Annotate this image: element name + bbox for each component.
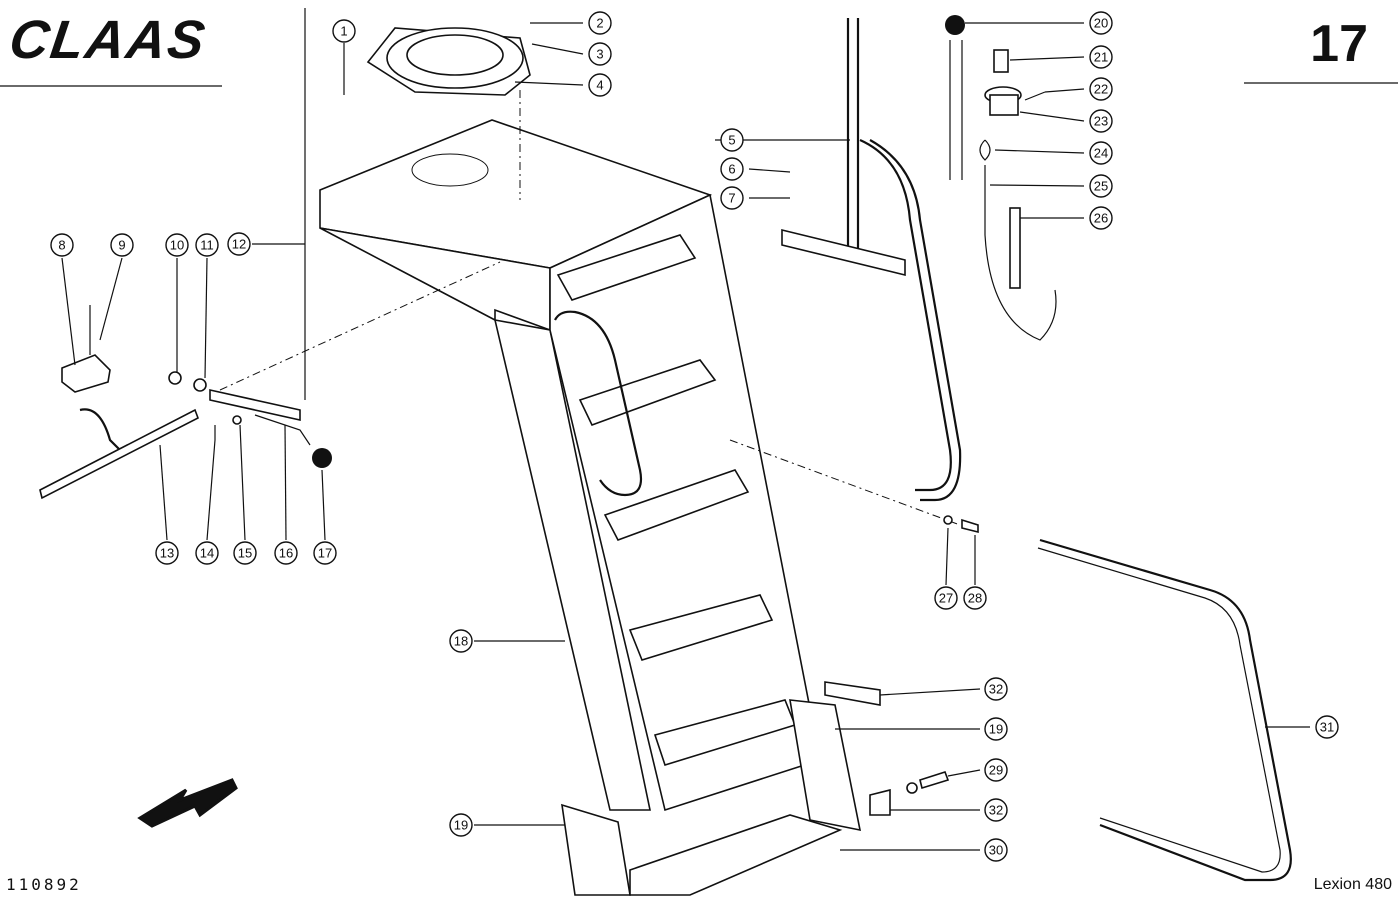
callout-11: 11 (195, 233, 219, 257)
callout-20: 20 (1089, 11, 1113, 35)
svg-text:19: 19 (989, 722, 1003, 737)
callout-25: 25 (1089, 174, 1113, 198)
svg-text:16: 16 (279, 546, 293, 561)
svg-text:19: 19 (454, 818, 468, 833)
leader-lines (61, 22, 1310, 851)
direction-arrow-icon (137, 778, 238, 828)
callout-15: 15 (233, 541, 257, 565)
alignment-line-left (219, 261, 501, 391)
model-label: Lexion 480 (1313, 876, 1392, 893)
callout-21: 21 (1089, 45, 1113, 69)
callout-31: 31 (1315, 715, 1339, 739)
svg-text:26: 26 (1094, 211, 1108, 226)
svg-text:20: 20 (1094, 16, 1108, 31)
callout-8: 8 (50, 233, 74, 257)
svg-text:12: 12 (232, 237, 246, 252)
grab-rail (781, 18, 962, 502)
svg-text:18: 18 (454, 634, 468, 649)
svg-text:22: 22 (1094, 82, 1108, 97)
callout-12: 12 (227, 232, 251, 256)
svg-text:23: 23 (1094, 114, 1108, 129)
svg-text:25: 25 (1094, 179, 1108, 194)
svg-text:14: 14 (200, 546, 214, 561)
callout-22: 22 (1089, 77, 1113, 101)
callout-29: 29 (984, 758, 1008, 782)
svg-text:15: 15 (238, 546, 252, 561)
callout-3: 3 (588, 42, 612, 66)
callout-5: 5 (720, 128, 744, 152)
svg-text:28: 28 (968, 591, 982, 606)
svg-text:30: 30 (989, 843, 1003, 858)
callout-24: 24 (1089, 141, 1113, 165)
svg-text:29: 29 (989, 763, 1003, 778)
callout-32-upper: 32 (984, 677, 1008, 701)
callout-32-lower: 32 (984, 798, 1008, 822)
bolt-28 (961, 518, 979, 534)
callout-23: 23 (1089, 109, 1113, 133)
svg-text:10: 10 (170, 238, 184, 253)
svg-text:1: 1 (340, 24, 347, 39)
svg-text:3: 3 (596, 47, 603, 62)
callout-17: 17 (313, 541, 337, 565)
svg-text:21: 21 (1094, 50, 1108, 65)
svg-text:11: 11 (200, 238, 214, 253)
callout-26: 26 (1089, 206, 1113, 230)
callout-6: 6 (720, 157, 744, 181)
callout-16: 16 (274, 541, 298, 565)
callout-7: 7 (720, 186, 744, 210)
svg-text:31: 31 (1320, 720, 1334, 735)
svg-text:8: 8 (58, 238, 65, 253)
svg-text:9: 9 (118, 238, 125, 253)
svg-text:24: 24 (1094, 146, 1108, 161)
washer-27 (943, 515, 953, 525)
callout-19-lower: 19 (449, 813, 473, 837)
ladder-frame (319, 119, 821, 812)
svg-text:32: 32 (989, 682, 1003, 697)
locking-pin-assembly (945, 15, 1057, 341)
svg-text:2: 2 (596, 16, 603, 31)
svg-text:13: 13 (160, 546, 174, 561)
callout-13: 13 (155, 541, 179, 565)
drawing-number: 110892 (6, 875, 82, 894)
callout-14: 14 (195, 541, 219, 565)
page-number: 17 (1310, 15, 1368, 73)
callout-30: 30 (984, 838, 1008, 862)
callout-9: 9 (110, 233, 134, 257)
callout-19-upper: 19 (984, 717, 1008, 741)
side-rail (1037, 538, 1292, 882)
callout-27: 27 (934, 586, 958, 610)
svg-text:7: 7 (728, 191, 735, 206)
svg-text:32: 32 (989, 803, 1003, 818)
svg-text:4: 4 (596, 78, 603, 93)
alignment-line-right (729, 439, 961, 526)
callout-28: 28 (963, 586, 987, 610)
callout-2: 2 (588, 11, 612, 35)
svg-text:27: 27 (939, 591, 953, 606)
bottom-step-assembly (561, 681, 950, 896)
svg-text:6: 6 (728, 162, 735, 177)
callout-18: 18 (449, 629, 473, 653)
svg-text:17: 17 (318, 546, 332, 561)
callout-4: 4 (588, 73, 612, 97)
svg-text:5: 5 (728, 133, 735, 148)
left-lock-assembly (39, 305, 332, 500)
callout-10: 10 (165, 233, 189, 257)
callout-1: 1 (332, 19, 356, 43)
mounting-flange (366, 27, 531, 96)
